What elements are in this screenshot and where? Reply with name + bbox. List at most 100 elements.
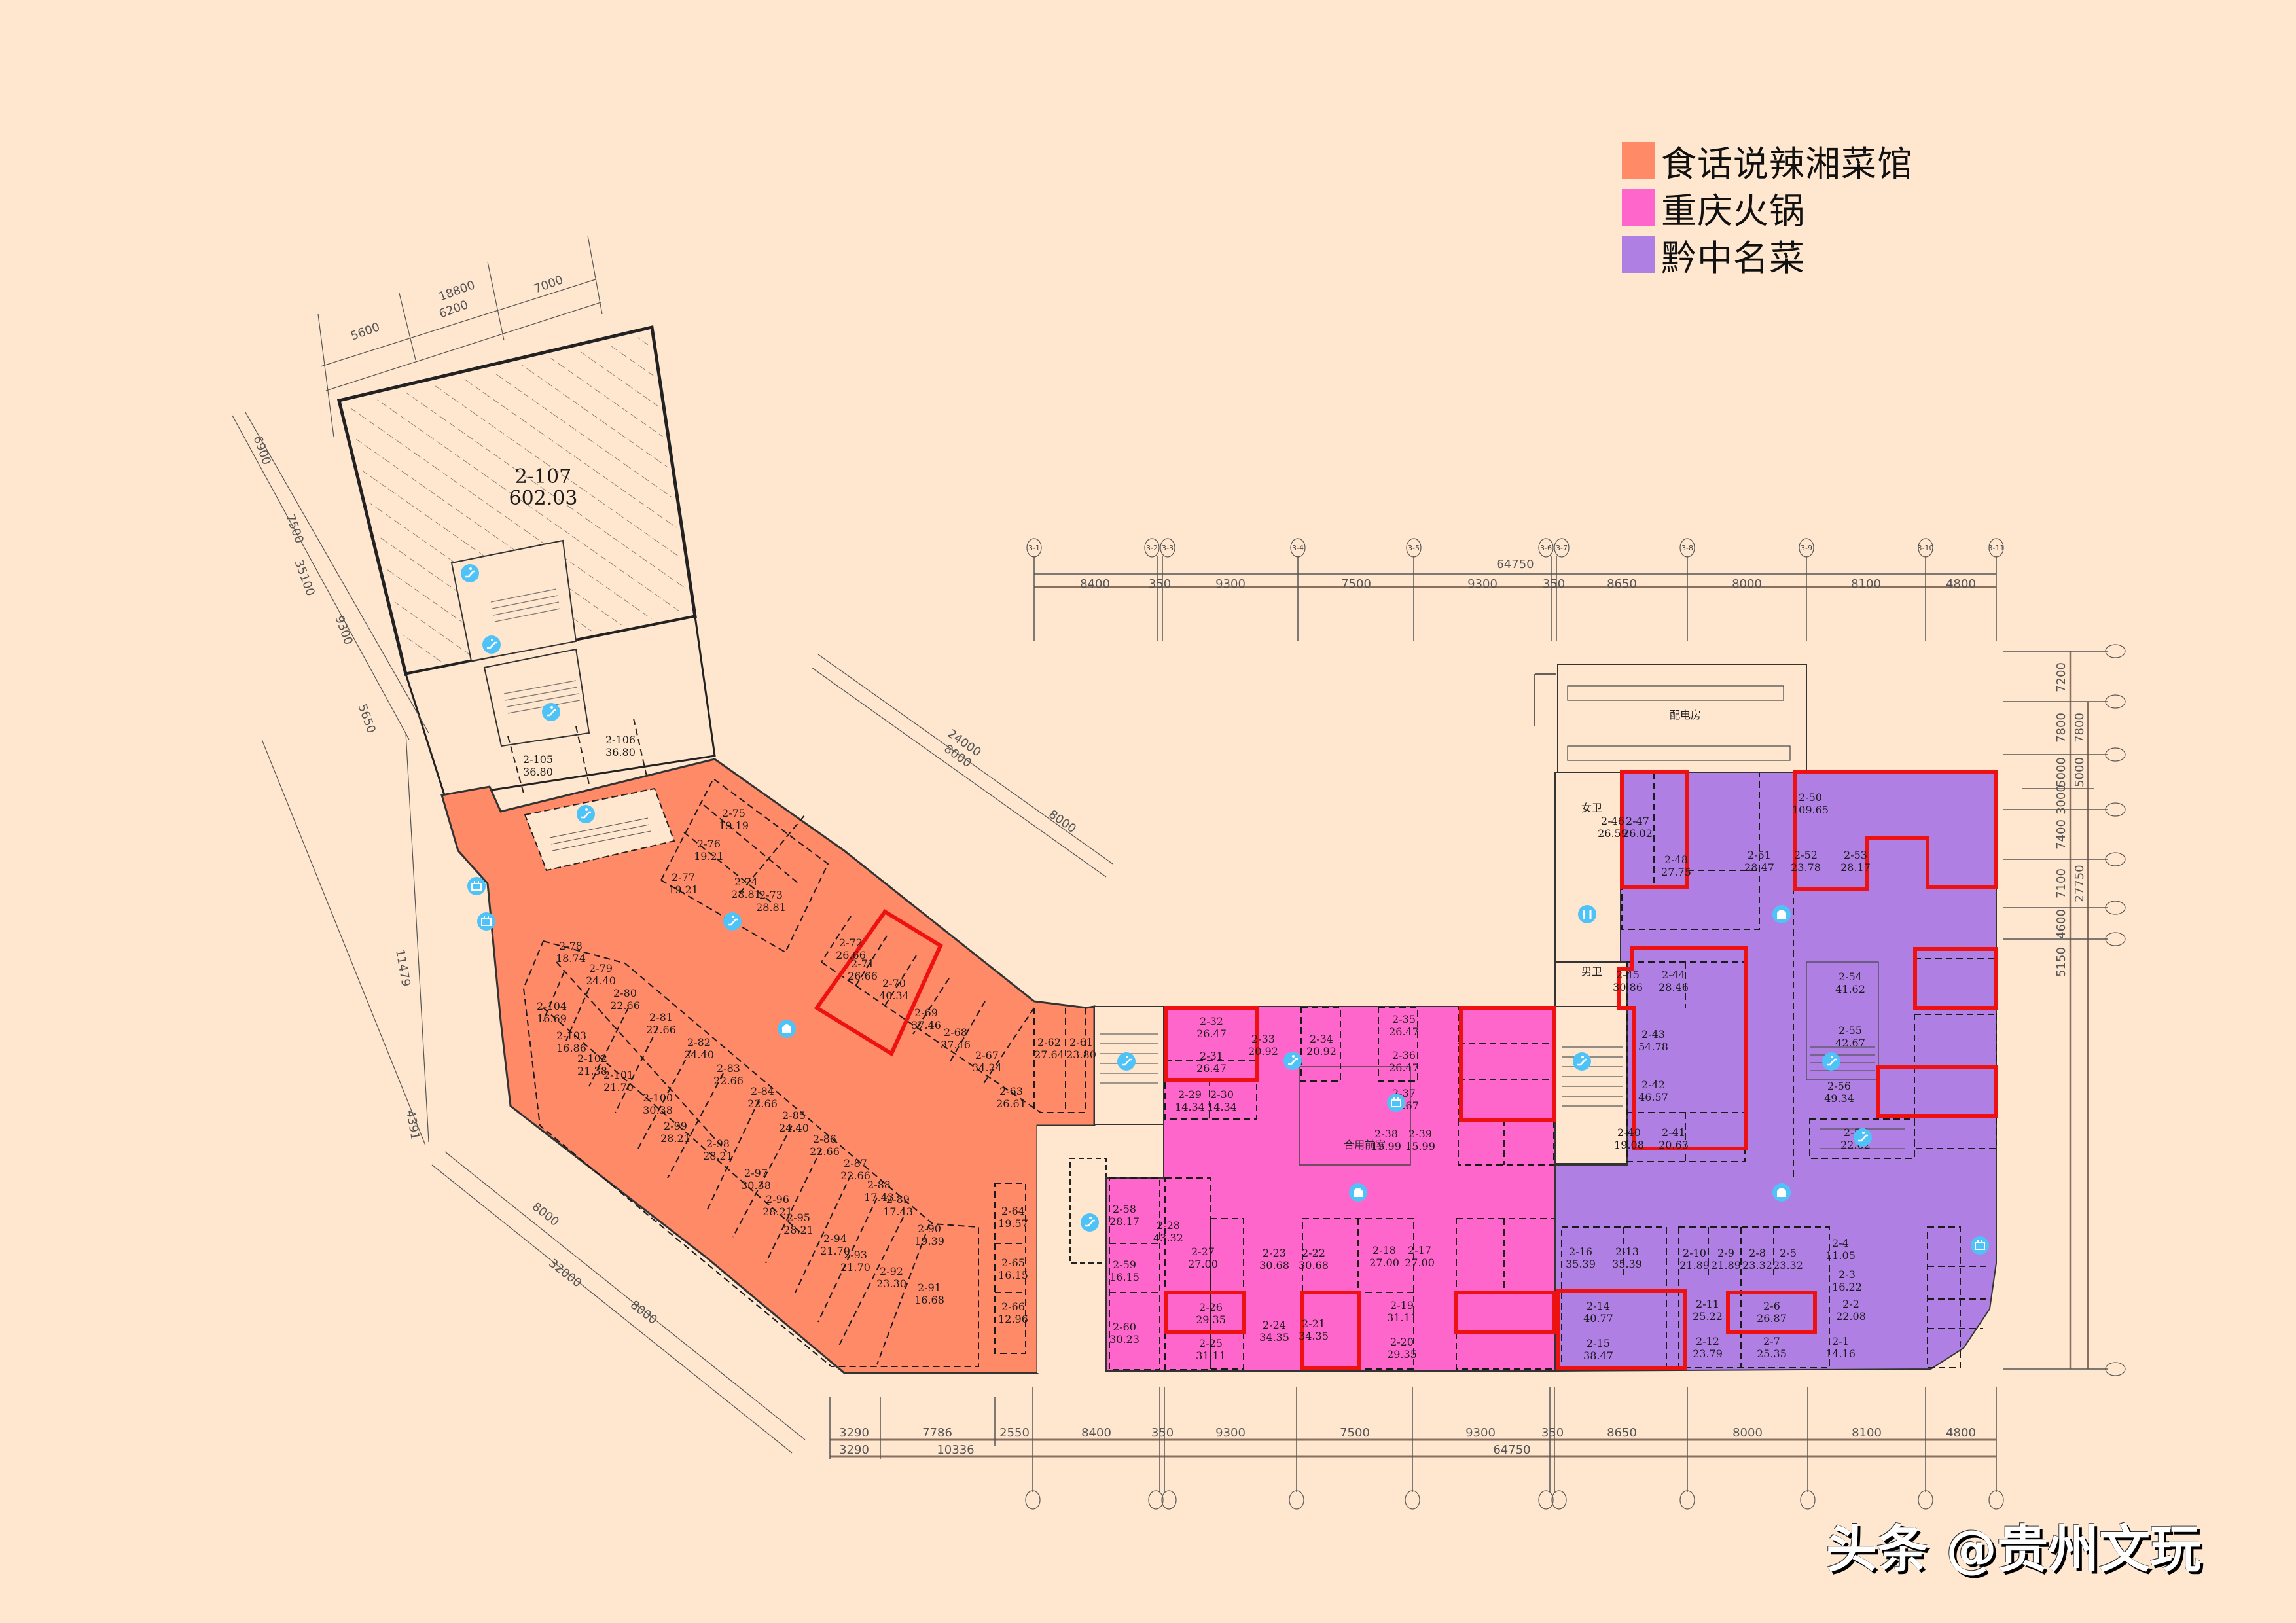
unit-2-3[interactable]: 2-316.22 xyxy=(1832,1268,1862,1293)
unit-2-4[interactable]: 2-411.05 xyxy=(1825,1237,1856,1262)
unit-2-9[interactable]: 2-921.89 xyxy=(1711,1247,1741,1272)
unit-2-6[interactable]: 2-626.87 xyxy=(1757,1300,1787,1325)
unit-2-5[interactable]: 2-523.32 xyxy=(1773,1247,1803,1272)
unit-2-1[interactable]: 2-114.16 xyxy=(1825,1335,1856,1360)
unit-2-2[interactable]: 2-222.08 xyxy=(1836,1298,1866,1323)
unit-2-7[interactable]: 2-725.35 xyxy=(1757,1335,1787,1360)
